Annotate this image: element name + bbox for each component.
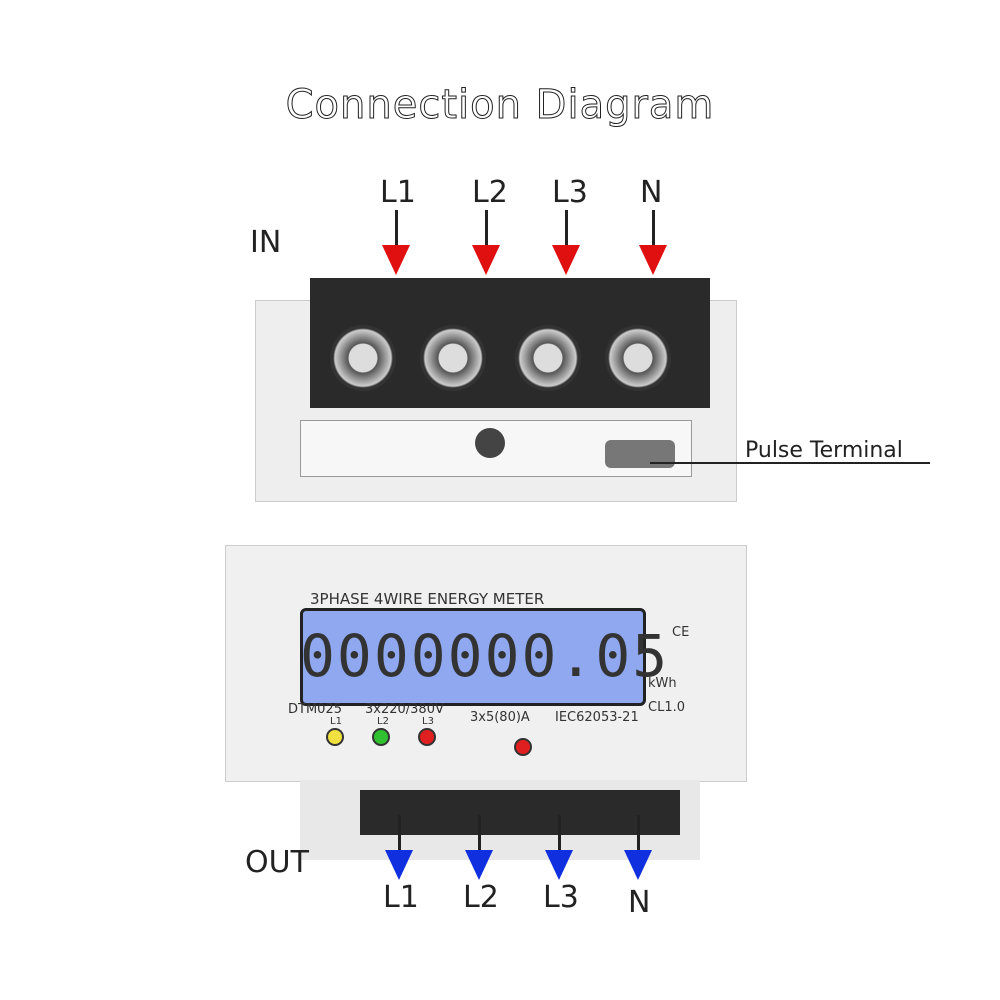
red-arrow-icon [382, 245, 410, 275]
standard-label: IEC62053-21 [555, 710, 639, 725]
red-arrow-icon [472, 245, 500, 275]
arrow-stem [637, 815, 640, 850]
input-label-n: N [640, 175, 663, 210]
voltage-label: 3x220/380V [365, 702, 444, 717]
terminal-screw [515, 325, 581, 391]
led-l3 [418, 728, 436, 746]
led-label-l1: L1 [330, 716, 342, 727]
led-label-l2: L2 [377, 716, 389, 727]
led-pulse [514, 738, 532, 756]
input-label-l2: L2 [472, 175, 508, 210]
arrow-stem [652, 210, 655, 245]
blue-arrow-icon [545, 850, 573, 880]
in-label: IN [250, 225, 282, 260]
output-label-l2: L2 [463, 880, 499, 915]
model-label: DTM025 [288, 702, 342, 717]
terminal-screw [605, 325, 671, 391]
meter-heading: 3PHASE 4WIRE ENERGY METER [310, 590, 545, 608]
terminal-screw [420, 325, 486, 391]
led-label-l3: L3 [422, 716, 434, 727]
red-arrow-icon [639, 245, 667, 275]
arrow-stem [398, 815, 401, 850]
blue-arrow-icon [385, 850, 413, 880]
lcd-display [300, 608, 646, 706]
pulse-leader-line [650, 462, 930, 464]
output-label-l1: L1 [383, 880, 419, 915]
red-arrow-icon [552, 245, 580, 275]
input-label-l1: L1 [380, 175, 416, 210]
out-label: OUT [245, 845, 309, 880]
ce-mark: CE [672, 625, 690, 640]
arrow-stem [565, 210, 568, 245]
diagram-title: Connection Diagram [285, 82, 715, 129]
output-label-l3: L3 [543, 880, 579, 915]
arrow-stem [478, 815, 481, 850]
terminal-screw [330, 325, 396, 391]
seal-screw [475, 428, 505, 458]
current-label: 3x5(80)A [470, 710, 530, 725]
arrow-stem [395, 210, 398, 245]
input-label-l3: L3 [552, 175, 588, 210]
class-label: CL1.0 [648, 700, 685, 715]
bottom-terminal-block [360, 790, 680, 835]
energy-reading: 0000000.05 [300, 622, 670, 690]
blue-arrow-icon [624, 850, 652, 880]
led-l1 [326, 728, 344, 746]
arrow-stem [485, 210, 488, 245]
arrow-stem [558, 815, 561, 850]
pulse-terminal-label: Pulse Terminal [745, 438, 903, 463]
unit-label: kWh [648, 676, 677, 691]
output-label-n: N [628, 885, 651, 920]
blue-arrow-icon [465, 850, 493, 880]
led-l2 [372, 728, 390, 746]
